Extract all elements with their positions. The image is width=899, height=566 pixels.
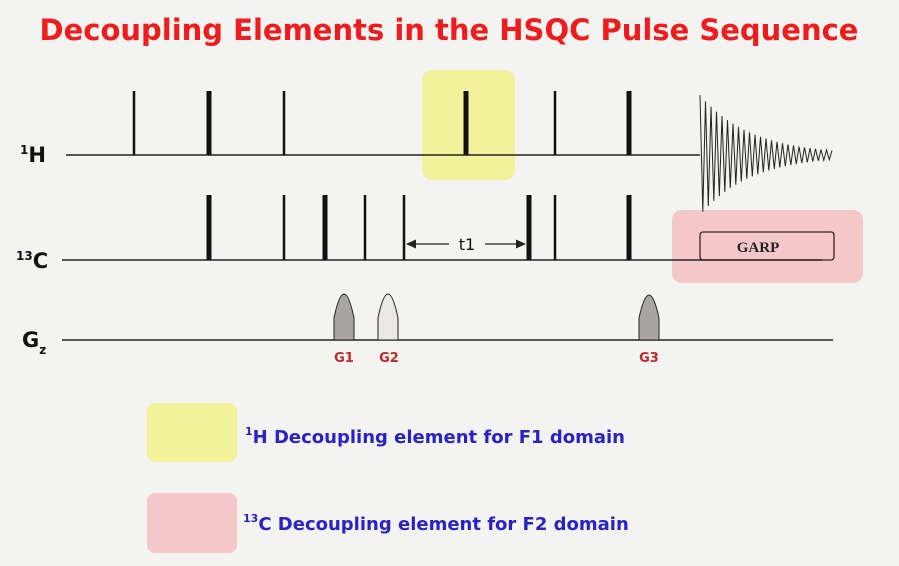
legend-swatch-c [147, 493, 237, 553]
180-pulse-h [463, 91, 469, 155]
t1-arrowhead-left [406, 239, 416, 249]
90-pulse-c [553, 195, 557, 260]
90-pulse-c [402, 195, 406, 260]
garp-label: GARP [737, 240, 780, 256]
legend-text-c: 13C Decoupling element for F2 domain [243, 512, 629, 535]
h-pulses [132, 91, 632, 155]
90-pulse-c [363, 195, 367, 260]
180-pulse-c [206, 195, 212, 260]
90-pulse-h [282, 91, 286, 155]
t1-label: t1 [459, 235, 475, 254]
channel-label-c: 13C [16, 249, 48, 273]
gradient-g2 [377, 293, 399, 341]
legend-swatch-h [147, 403, 237, 462]
garp-block [699, 231, 835, 261]
channel-label-h: 1H [20, 143, 46, 167]
180-pulse-h [206, 91, 212, 155]
180-pulse-c [322, 195, 328, 260]
fid-signal [699, 94, 833, 212]
gradient-g1 [333, 293, 355, 341]
diagram-title: Decoupling Elements in the HSQC Pulse Se… [40, 13, 859, 47]
t1-arrowhead-right [516, 239, 526, 249]
gradient-g3 [638, 294, 660, 341]
180-pulse-c [626, 195, 632, 260]
90-pulse-c [282, 195, 286, 260]
gradient-label-g3: G3 [639, 351, 659, 366]
180-pulse-h [626, 91, 632, 155]
gradient-label-g2: G2 [379, 351, 399, 366]
90-pulse-h [132, 91, 136, 155]
90-pulse-h [553, 91, 557, 155]
gradient-label-g1: G1 [334, 351, 354, 366]
c-decoupling-highlight [672, 210, 863, 283]
channel-label-gz: Gz [22, 328, 46, 357]
legend-text-h: 1H Decoupling element for F1 domain [245, 425, 625, 448]
c-pulses [206, 195, 632, 260]
180-pulse-c [526, 195, 532, 260]
